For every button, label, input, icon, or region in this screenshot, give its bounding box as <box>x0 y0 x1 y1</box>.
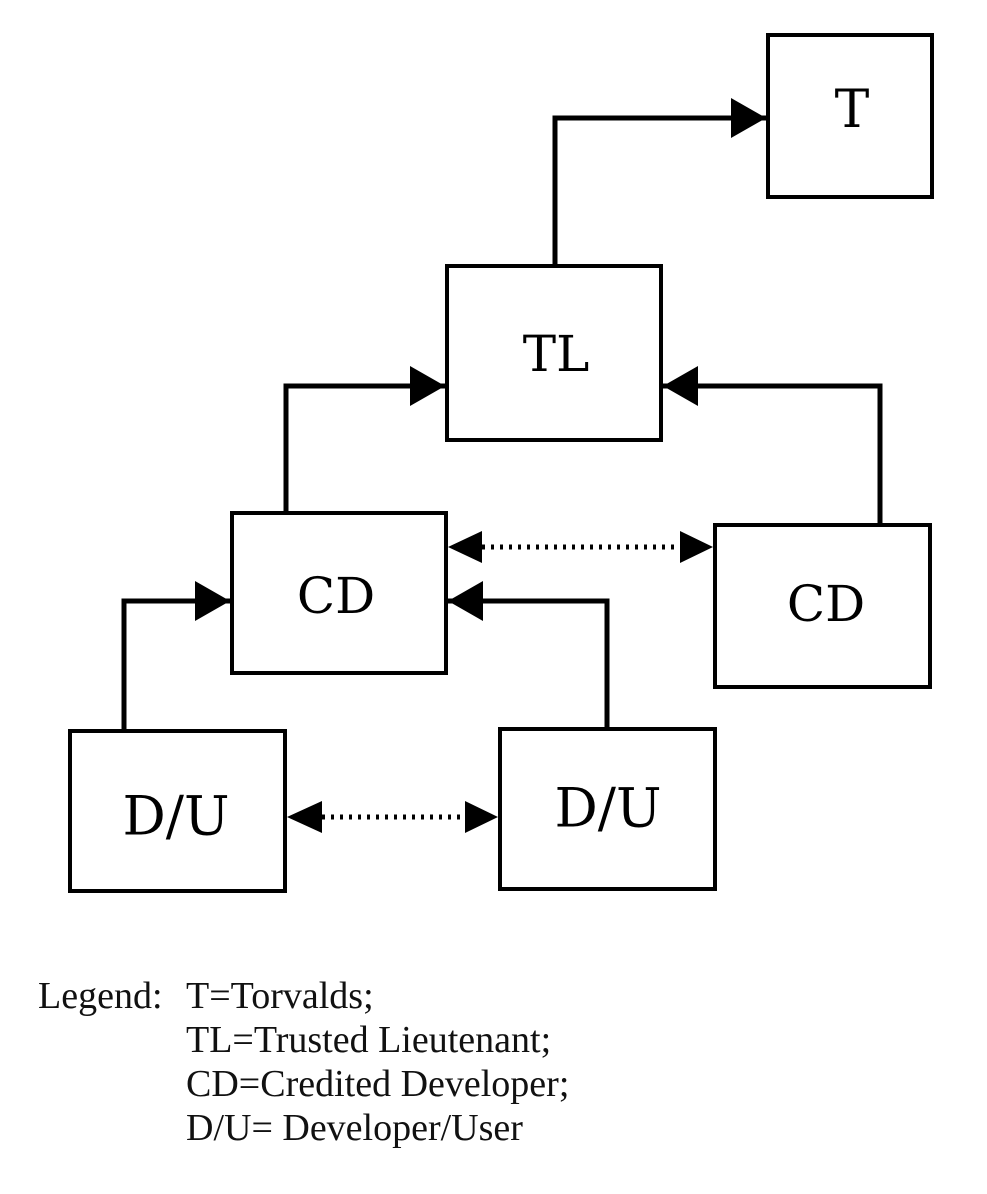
node-label: CD <box>787 575 865 633</box>
arrow-du-left-to-cd <box>121 581 230 731</box>
node-label: D/U <box>123 785 230 848</box>
legend-title: Legend: <box>38 975 163 1017</box>
node-label: T <box>835 80 870 140</box>
legend-item: T=Torvalds; <box>186 975 374 1017</box>
arrow-du-right-to-cd <box>448 581 610 729</box>
arrowhead-right <box>465 801 498 833</box>
node-du-left: D/U <box>68 729 287 893</box>
node-cd-left: CD <box>230 511 448 675</box>
node-tl: TL <box>445 264 663 442</box>
arrowhead-right <box>680 531 713 563</box>
node-cd-right: CD <box>713 523 932 689</box>
node-t: T <box>766 33 934 199</box>
node-label: TL <box>523 325 590 383</box>
arrow-cd-left-to-tl <box>283 366 445 513</box>
arrow-cd-right-to-tl <box>663 366 883 525</box>
legend-item: TL=Trusted Lieutenant; <box>186 1019 552 1061</box>
node-du-right: D/U <box>498 727 717 891</box>
arrow-tl-to-t <box>552 98 766 266</box>
legend-item: CD=Credited Developer; <box>186 1063 570 1105</box>
node-label: CD <box>297 567 375 625</box>
node-label: D/U <box>555 777 662 840</box>
arrowhead-left <box>287 801 322 833</box>
arrowhead-left <box>448 531 482 563</box>
legend: Legend: T=Torvalds; TL=Trusted Lieutenan… <box>38 974 569 1150</box>
legend-item: D/U= Developer/User <box>186 1107 523 1149</box>
legend-items: T=Torvalds; TL=Trusted Lieutenant; CD=Cr… <box>186 974 569 1150</box>
